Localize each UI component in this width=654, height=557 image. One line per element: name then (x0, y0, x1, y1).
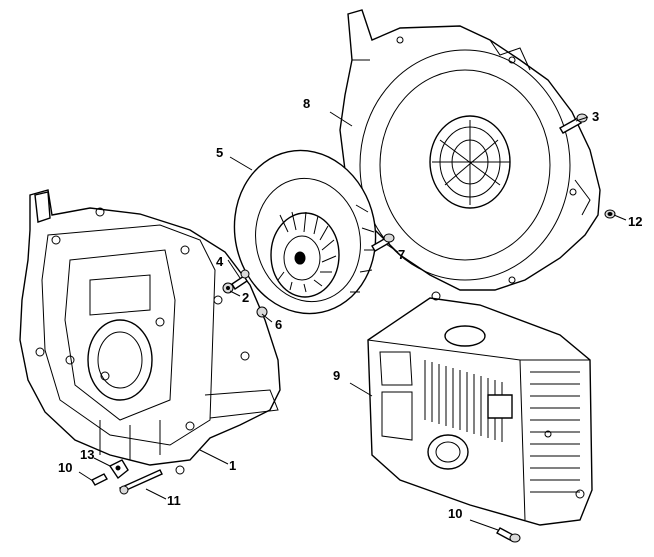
nut-part-6 (256, 306, 268, 318)
callout-9: 9 (333, 368, 340, 383)
bolt-part-11 (119, 469, 163, 495)
screw-part-4 (231, 269, 250, 290)
back-plate-part-1 (19, 189, 281, 475)
screw-part-10-upper (91, 473, 108, 486)
callout-3: 3 (592, 109, 599, 124)
clip-part-13 (108, 459, 129, 480)
fan-housing-part-8 (339, 9, 601, 291)
engine-shroud-part-9 (367, 291, 593, 526)
fan-wheel-part-5 (233, 149, 377, 315)
callout-5: 5 (216, 145, 223, 160)
screw-part-10-lower (496, 527, 521, 543)
callout-7: 7 (398, 247, 405, 262)
callout-10-lower: 10 (448, 506, 462, 521)
callout-1: 1 (229, 458, 236, 473)
callout-8: 8 (303, 96, 310, 111)
callout-6: 6 (275, 317, 282, 332)
callout-2: 2 (242, 290, 249, 305)
callout-13: 13 (80, 447, 94, 462)
leader-lines (78, 111, 627, 531)
callout-4: 4 (216, 254, 224, 269)
nut-part-12 (604, 209, 616, 219)
callouts: 8 3 5 7 4 2 6 12 1 9 13 10 11 10 (58, 96, 642, 521)
callout-12: 12 (628, 214, 642, 229)
callout-10-upper: 10 (58, 460, 72, 475)
screw-part-7 (371, 233, 395, 252)
callout-11: 11 (167, 493, 181, 508)
washer-part-2 (222, 282, 234, 294)
